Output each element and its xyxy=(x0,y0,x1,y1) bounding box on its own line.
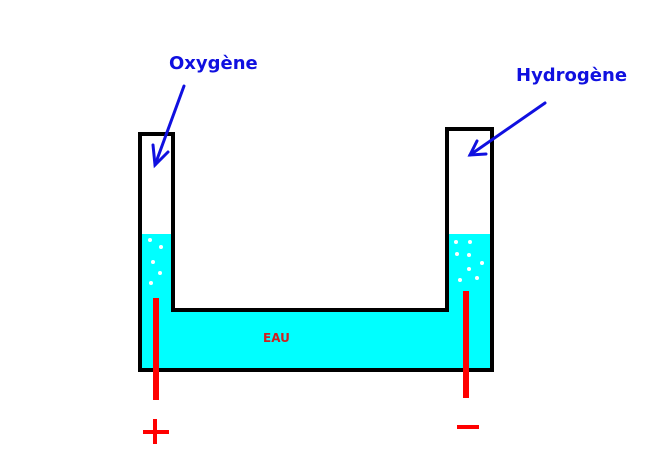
hydrogen-label: Hydrogène xyxy=(516,65,627,86)
hydrogen-arrow-icon xyxy=(467,101,547,157)
water-label: EAU xyxy=(263,331,290,345)
u-tube-outline xyxy=(138,127,494,372)
oxygen-label: Oxygène xyxy=(169,53,258,74)
oxygen-arrow-icon xyxy=(151,84,186,169)
bubbles-right xyxy=(454,240,484,282)
plus-sign xyxy=(143,419,169,444)
water-fill xyxy=(140,234,492,370)
bubbles-left xyxy=(148,238,163,285)
